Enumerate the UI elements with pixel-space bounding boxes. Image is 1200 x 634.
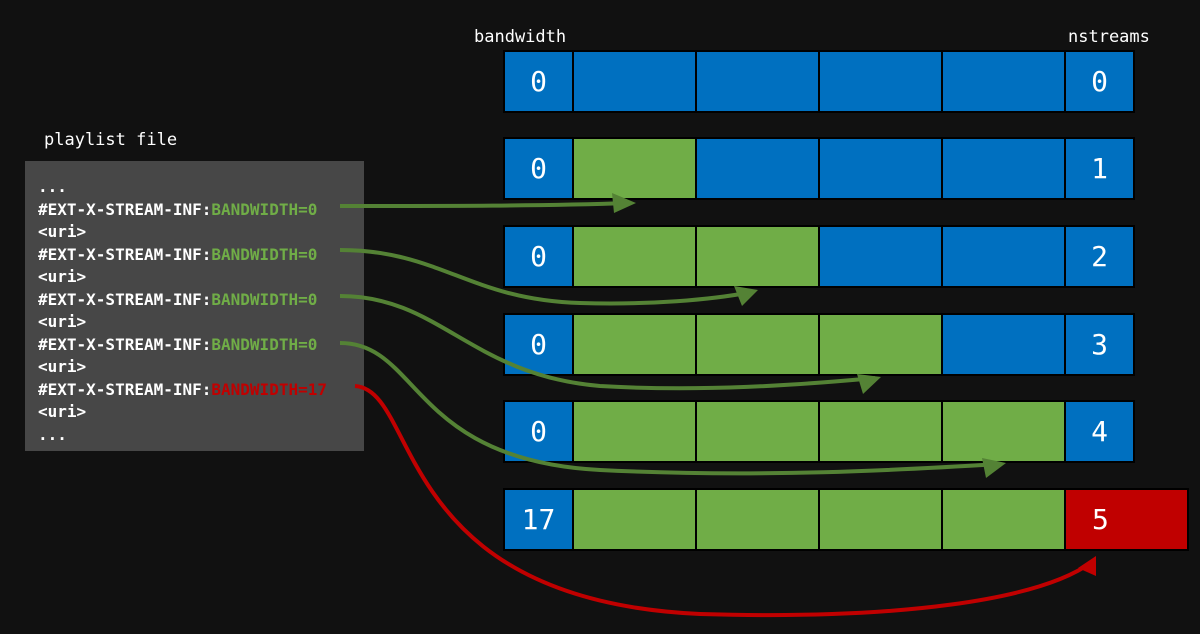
stream-slot-filled	[695, 313, 820, 376]
playlist-stream-inf-line: #EXT-X-STREAM-INF:BANDWIDTH=0	[38, 200, 317, 220]
playlist-line-key: <uri>	[38, 402, 87, 421]
playlist-line: <uri>	[38, 267, 86, 287]
stream-slot-filled	[572, 400, 697, 463]
bandwidth-cell: 0	[503, 137, 574, 200]
stream-slot-empty	[818, 137, 943, 200]
playlist-bandwidth-value: BANDWIDTH=0	[211, 334, 318, 354]
bandwidth-header: bandwidth	[474, 27, 567, 47]
nstreams-cell: 4	[1064, 400, 1135, 463]
playlist-line-key: <uri>	[38, 222, 87, 241]
nstreams-overflow-cell: 5	[1064, 488, 1189, 551]
playlist-stream-inf-line: #EXT-X-STREAM-INF:BANDWIDTH=0	[38, 245, 317, 265]
playlist-line: ...	[38, 177, 67, 197]
stream-slot-filled	[818, 488, 943, 551]
playlist-line: <uri>	[38, 222, 86, 242]
stream-slot-filled	[572, 225, 697, 288]
stream-slot-filled	[572, 488, 697, 551]
playlist-line: <uri>	[38, 312, 86, 332]
playlist-line: ...	[38, 425, 67, 445]
stream-slot-empty	[572, 50, 697, 113]
stream-slot-empty	[695, 50, 820, 113]
overflow-arrowhead	[1078, 556, 1096, 576]
playlist-line-key: <uri>	[38, 357, 87, 376]
bandwidth-cell: 0	[503, 313, 574, 376]
stream-slot-empty	[818, 225, 943, 288]
playlist-line-key: #EXT-X-STREAM-INF:	[38, 289, 212, 309]
nstreams-cell: 2	[1064, 225, 1135, 288]
bandwidth-cell: 0	[503, 225, 574, 288]
assignment-arrowhead	[734, 286, 758, 306]
stream-slot-filled	[695, 400, 820, 463]
nstreams-cell: 3	[1064, 313, 1135, 376]
stream-slot-filled	[572, 137, 697, 200]
assignment-arrow	[339, 201, 631, 208]
playlist-line-key: ...	[38, 177, 67, 196]
playlist-line-key: #EXT-X-STREAM-INF:	[38, 334, 212, 354]
stream-slot-empty	[941, 50, 1066, 113]
playlist-line-key: <uri>	[38, 267, 87, 286]
stream-slot-empty	[941, 313, 1066, 376]
bandwidth-cell: 0	[503, 50, 574, 113]
playlist-bandwidth-value: BANDWIDTH=0	[211, 289, 318, 309]
playlist-bandwidth-value: BANDWIDTH=0	[211, 244, 318, 264]
stream-slot-empty	[941, 137, 1066, 200]
playlist-stream-inf-line: #EXT-X-STREAM-INF:BANDWIDTH=0	[38, 335, 317, 355]
playlist-line-key: <uri>	[38, 312, 87, 331]
playlist-file-box: ...#EXT-X-STREAM-INF:BANDWIDTH=0<uri>#EX…	[25, 161, 364, 451]
stream-slot-empty	[941, 225, 1066, 288]
stream-slot-empty	[695, 137, 820, 200]
playlist-line-key: ...	[38, 424, 67, 444]
playlist-line-key: #EXT-X-STREAM-INF:	[38, 199, 212, 219]
assignment-arrowhead	[857, 374, 881, 394]
playlist-bandwidth-value: BANDWIDTH=17	[211, 379, 327, 399]
playlist-line-key: #EXT-X-STREAM-INF:	[38, 379, 212, 399]
stream-slot-filled	[941, 400, 1066, 463]
playlist-line: <uri>	[38, 402, 86, 422]
bandwidth-cell: 17	[503, 488, 574, 551]
stream-slot-filled	[818, 313, 943, 376]
playlist-stream-inf-line: #EXT-X-STREAM-INF:BANDWIDTH=0	[38, 290, 317, 310]
playlist-bandwidth-value: BANDWIDTH=0	[211, 199, 318, 219]
bandwidth-cell: 0	[503, 400, 574, 463]
playlist-line-key: #EXT-X-STREAM-INF:	[38, 244, 212, 264]
playlist-line: <uri>	[38, 357, 86, 377]
playlist-file-label: playlist file	[44, 130, 178, 150]
nstreams-cell: 1	[1064, 137, 1135, 200]
stream-slot-filled	[941, 488, 1066, 551]
stream-slot-filled	[818, 400, 943, 463]
nstreams-header: nstreams	[1068, 27, 1150, 47]
stream-slot-filled	[695, 225, 820, 288]
stream-slot-filled	[572, 313, 697, 376]
nstreams-cell: 0	[1064, 50, 1135, 113]
stream-slot-filled	[695, 488, 820, 551]
playlist-stream-inf-line: #EXT-X-STREAM-INF:BANDWIDTH=17	[38, 380, 327, 400]
stream-slot-empty	[818, 50, 943, 113]
